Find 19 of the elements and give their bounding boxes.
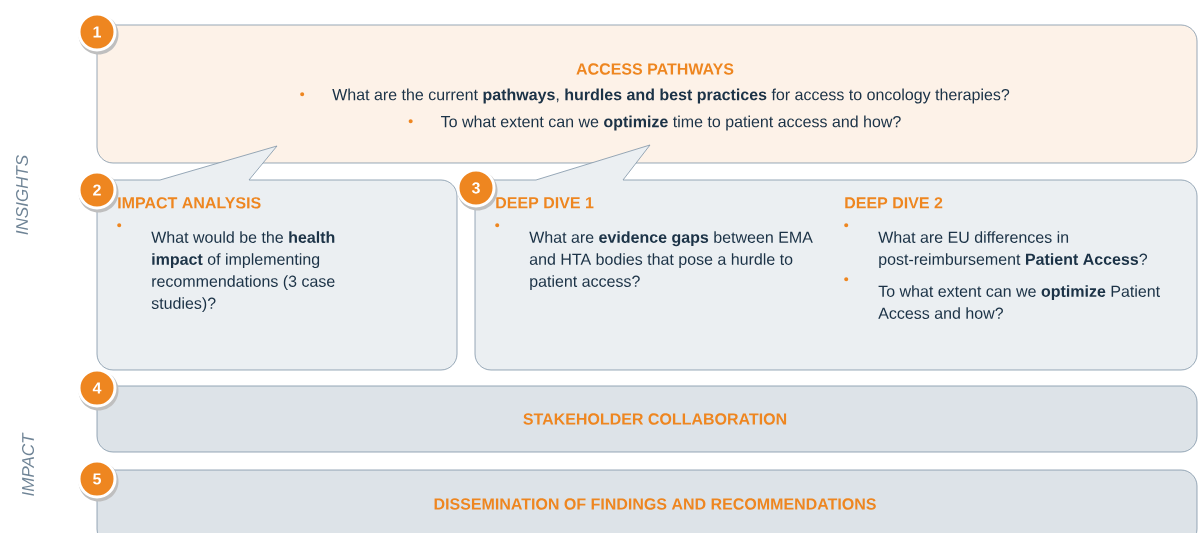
- bullet-text: What are evidence gaps between EMA and HTA bodies that pose a hurdle to patient access?: [495, 223, 813, 291]
- heading: ACCESS PATHWAYS: [576, 63, 734, 75]
- number-badge: 1: [77, 12, 119, 55]
- heading: STAKEHOLDER COLLABORATION: [523, 413, 787, 425]
- number-badge: 4: [77, 368, 119, 411]
- speech-bubble: [474, 144, 1198, 371]
- heading: DISSEMINATION OF FINDINGS AND RECOMMENDATIONS: [434, 498, 876, 510]
- bullet-text: What would be the health impact of implementing recommendations (3 case studies)?: [117, 223, 335, 313]
- bullet-text: What are the current pathways, hurdles and best practices for access to oncology therapies?: [300, 88, 1010, 104]
- number-badge: 5: [77, 459, 119, 502]
- bullet-text: What are EU differences in post-reimbursement Patient Access?: [844, 223, 1148, 269]
- section-label: INSIGHTS: [16, 155, 29, 235]
- bullet-text: To what extent can we optimize Patient Access and how?: [844, 277, 1160, 319]
- bullet-text: To what extent can we optimize time to patient access and how?: [408, 115, 901, 131]
- heading: DEEP DIVE 1: [496, 197, 594, 209]
- number-badge: 2: [77, 170, 119, 213]
- heading: DEEP DIVE 2: [845, 197, 943, 209]
- section-label: IMPACT: [22, 432, 35, 496]
- heading: IMPACT ANALYSIS: [118, 197, 261, 209]
